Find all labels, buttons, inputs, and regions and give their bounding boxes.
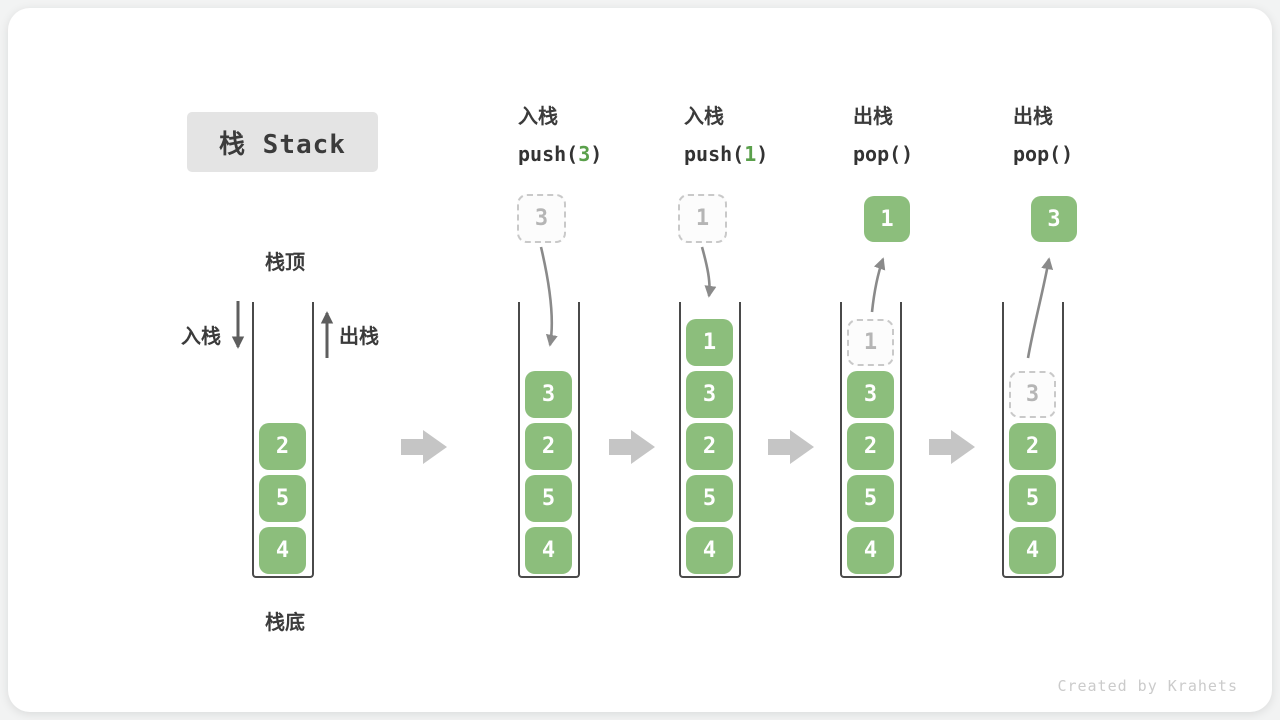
- popped-value-box: 3: [1031, 196, 1077, 242]
- popped-value-box: 1: [864, 196, 910, 242]
- stack-item: 4: [525, 527, 572, 574]
- stack-item-ghost: 3: [1009, 371, 1056, 418]
- operation-header-state-pop-1: 出栈 pop(): [853, 104, 913, 167]
- operation-header-state-pop-3: 出栈 pop(): [1013, 104, 1073, 167]
- stack-item: 4: [847, 527, 894, 574]
- stack-item: 3: [847, 371, 894, 418]
- stack-container-state-push-3: 4 5 2 3: [518, 302, 580, 578]
- operation-header-state-push-3: 入栈 push(3): [518, 104, 602, 167]
- stack-item: 5: [525, 475, 572, 522]
- push-side-label: 入栈: [181, 326, 221, 348]
- stack-item: 3: [686, 371, 733, 418]
- code-text: ): [756, 142, 769, 166]
- code-text: pop(): [1013, 142, 1074, 166]
- operation-code: pop(): [1013, 141, 1073, 167]
- stack-item: 3: [525, 371, 572, 418]
- pop-side-label: 出栈: [339, 326, 379, 348]
- watermark: Created by Krahets: [1057, 677, 1238, 695]
- operation-header-state-push-1: 入栈 push(1): [684, 104, 768, 167]
- stack-item: 2: [259, 423, 306, 470]
- incoming-value-box: 3: [517, 194, 566, 243]
- stack-item: 2: [847, 423, 894, 470]
- diagram-title: 栈 Stack: [187, 112, 378, 172]
- operation-code: pop(): [853, 141, 913, 167]
- incoming-value-box: 1: [678, 194, 727, 243]
- operation-code: push(1): [684, 141, 768, 167]
- stack-bottom-label: 栈底: [265, 612, 305, 634]
- stack-item: 4: [259, 527, 306, 574]
- code-text: ): [590, 142, 603, 166]
- stack-container-state-pop-1: 4 5 2 3 1: [840, 302, 902, 578]
- stack-item: 5: [847, 475, 894, 522]
- stack-item: 5: [259, 475, 306, 522]
- stack-item: 2: [525, 423, 572, 470]
- code-text: push(: [684, 142, 745, 166]
- stack-item-ghost: 1: [847, 319, 894, 366]
- stack-item: 4: [686, 527, 733, 574]
- code-text: pop(): [853, 142, 914, 166]
- code-text: push(: [518, 142, 579, 166]
- operation-label: 入栈: [518, 106, 558, 128]
- code-argument: 3: [578, 142, 591, 166]
- stack-container-state-pop-3: 4 5 2 3: [1002, 302, 1064, 578]
- operation-label: 入栈: [684, 106, 724, 128]
- stack-container-state-initial: 4 5 2: [252, 302, 314, 578]
- stack-item: 5: [686, 475, 733, 522]
- stack-container-state-push-1: 4 5 2 3 1: [679, 302, 741, 578]
- stack-top-label: 栈顶: [265, 252, 305, 274]
- stack-item: 2: [686, 423, 733, 470]
- code-argument: 1: [744, 142, 757, 166]
- stack-item: 1: [686, 319, 733, 366]
- stack-item: 2: [1009, 423, 1056, 470]
- operation-label: 出栈: [1013, 106, 1053, 128]
- stack-item: 5: [1009, 475, 1056, 522]
- operation-code: push(3): [518, 141, 602, 167]
- stack-item: 4: [1009, 527, 1056, 574]
- operation-label: 出栈: [853, 106, 893, 128]
